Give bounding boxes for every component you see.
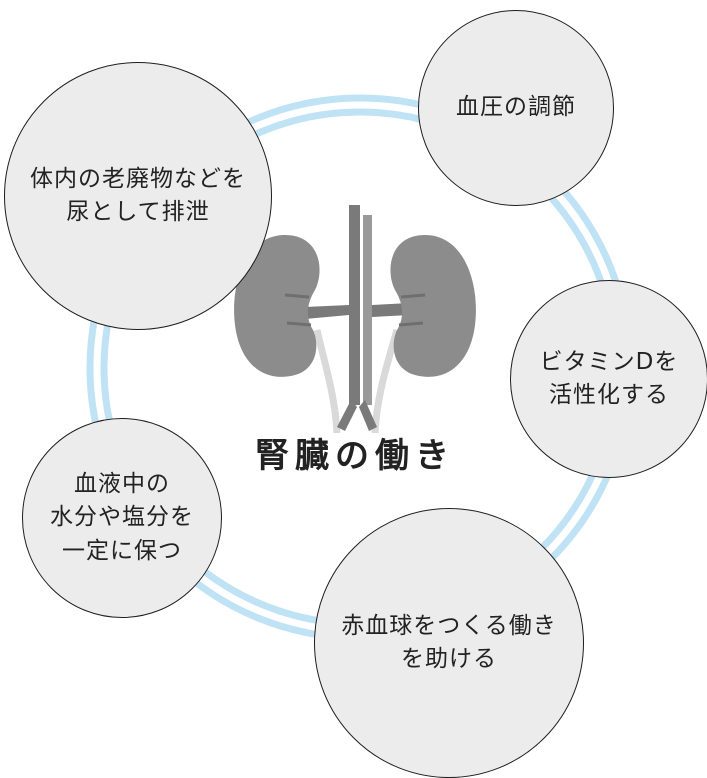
right-kidney-detail <box>398 293 426 327</box>
left-ureter <box>313 329 341 434</box>
function-label: 体内の老廃物などを 尿として排泄 <box>30 165 246 225</box>
iliac-left <box>337 400 357 431</box>
left-renal-vessel <box>305 305 349 319</box>
kidney-functions-diagram: 腎臓の働き 体内の老廃物などを 尿として排泄 血圧の調節 ビタミンDを 活性化す… <box>4 10 707 778</box>
function-bubble-excretion: 体内の老廃物などを 尿として排泄 <box>4 62 272 330</box>
vena-cava <box>363 215 372 405</box>
diagram-title: 腎臓の働き <box>255 436 455 476</box>
function-bubble-red-blood-cells: 赤血球をつくる働き を助ける <box>314 508 584 778</box>
left-kidney <box>234 235 320 377</box>
function-label: 赤血球をつくる働き を助ける <box>341 612 557 672</box>
function-bubble-vitamin-d: ビタミンDを 活性化する <box>510 280 707 478</box>
function-bubble-blood-pressure: 血圧の調節 <box>418 10 614 206</box>
right-ureter <box>371 329 401 434</box>
function-bubble-fluid-balance: 血液中の 水分や塩分を 一定に保つ <box>22 418 222 618</box>
function-label: 血液中の 水分や塩分を 一定に保つ <box>50 470 194 564</box>
kidneys-illustration <box>234 205 476 434</box>
function-label: ビタミンDを 活性化する <box>539 348 679 408</box>
aorta <box>349 205 360 405</box>
function-label: 血圧の調節 <box>456 94 576 121</box>
iliac-right <box>359 400 377 431</box>
right-kidney <box>390 235 476 377</box>
right-renal-vessel <box>372 303 410 317</box>
left-kidney-detail <box>284 293 312 327</box>
